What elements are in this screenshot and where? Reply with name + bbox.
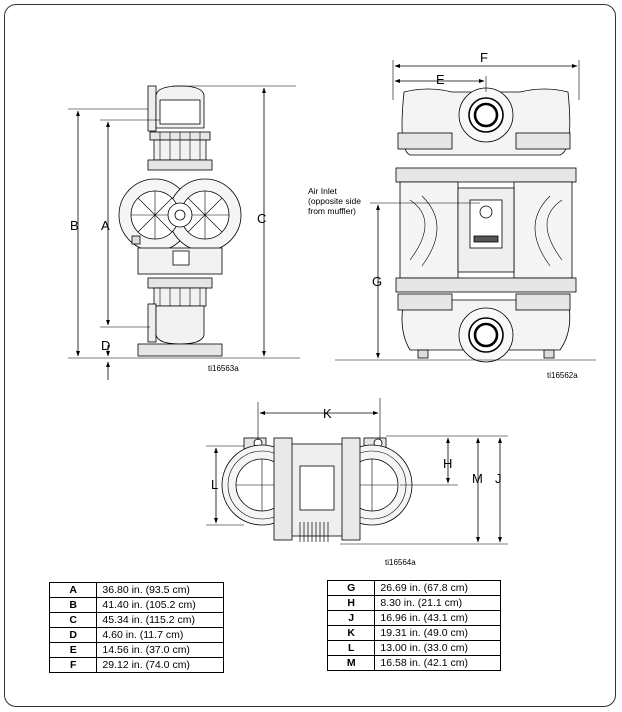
dim-label-k: K (323, 406, 332, 421)
dim-label-d: D (101, 338, 110, 353)
dimension-key: H (326, 595, 376, 611)
dim-label-a: A (101, 218, 110, 233)
top-view-pump (221, 437, 413, 542)
dim-label-j: J (495, 471, 502, 486)
dim-label-b: B (70, 218, 79, 233)
caption-side-view: ti16562a (547, 371, 578, 380)
dimension-key: A (48, 582, 98, 598)
dimension-value: 19.31 in. (49.0 cm) (374, 625, 501, 641)
page-frame (4, 4, 616, 707)
dimension-value: 45.34 in. (115.2 cm) (96, 612, 224, 628)
dimension-value: 16.96 in. (43.1 cm) (374, 610, 501, 626)
dimension-value: 14.56 in. (37.0 cm) (96, 642, 224, 658)
top-view-dimensions (206, 398, 508, 545)
dimension-value: 26.69 in. (67.8 cm) (374, 580, 501, 596)
dimension-key: M (326, 655, 376, 671)
dimension-value: 36.80 in. (93.5 cm) (96, 582, 224, 598)
side-view-dimensions (335, 60, 596, 361)
caption-top-view: ti16564a (385, 558, 416, 567)
air-inlet-note-line-3: from muffler) (308, 206, 356, 216)
side-view-pump (395, 87, 577, 363)
dim-label-e: E (436, 72, 445, 87)
air-inlet-note-line-1: Air Inlet (308, 186, 337, 196)
dimension-value: 41.40 in. (105.2 cm) (96, 597, 224, 613)
caption-front-view: ti16563a (208, 364, 239, 373)
front-view-pump (118, 85, 242, 357)
dim-label-h: H (443, 456, 452, 471)
dimension-key: D (48, 627, 98, 643)
dimension-key: B (48, 597, 98, 613)
dimension-key: J (326, 610, 376, 626)
dimension-key: C (48, 612, 98, 628)
dim-label-l: L (211, 477, 218, 492)
dimension-value: 29.12 in. (74.0 cm) (96, 657, 224, 673)
dim-label-g: G (372, 274, 382, 289)
dimension-value: 4.60 in. (11.7 cm) (96, 627, 224, 643)
dim-label-f: F (480, 50, 488, 65)
dimension-key: K (326, 625, 376, 641)
dimension-key: L (326, 640, 376, 656)
dimension-value: 16.58 in. (42.1 cm) (374, 655, 501, 671)
dimension-value: 13.00 in. (33.0 cm) (374, 640, 501, 656)
front-view-dimensions (68, 85, 300, 380)
dimension-value: 8.30 in. (21.1 cm) (374, 595, 501, 611)
air-inlet-note-line-2: (opposite side (308, 196, 361, 206)
dim-label-c: C (257, 211, 266, 226)
dimension-key: F (48, 657, 98, 673)
dimension-key: E (48, 642, 98, 658)
dim-label-m: M (472, 471, 483, 486)
dimension-key: G (326, 580, 376, 596)
